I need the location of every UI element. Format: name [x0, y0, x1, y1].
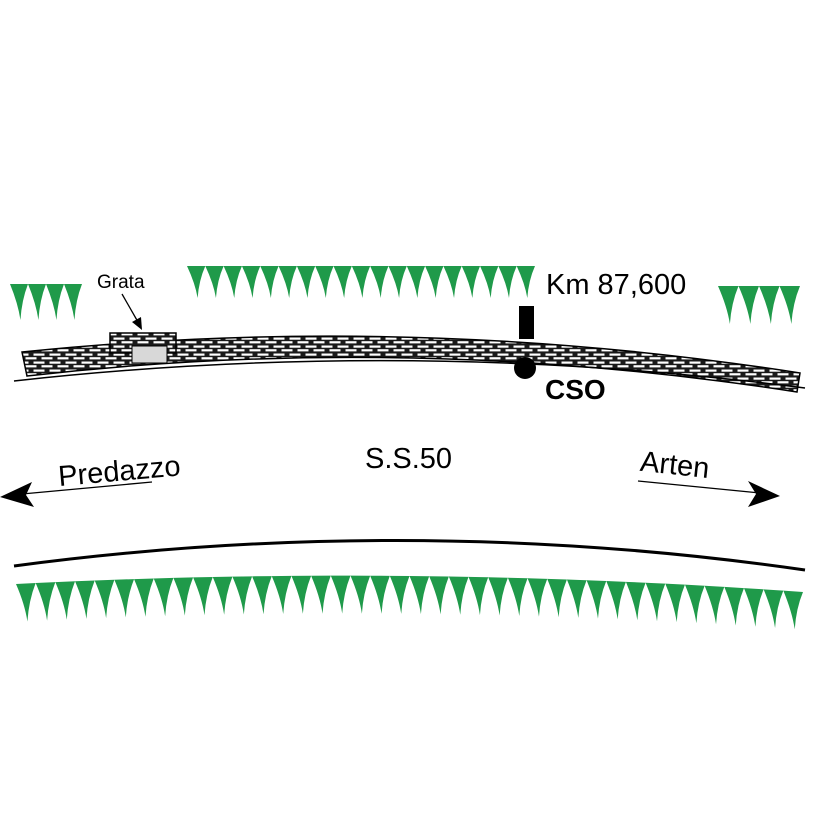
vegetation-tooth [759, 286, 780, 324]
vegetation-tooth [55, 581, 76, 620]
vegetation-tooth [315, 266, 334, 298]
km-label: Km 87,600 [546, 269, 686, 301]
lower-road-edge [13, 538, 806, 572]
vegetation-tooth [351, 266, 371, 298]
vegetation-tooth [187, 266, 206, 298]
vegetation-tooth [252, 576, 272, 615]
vegetation-tooth [241, 266, 261, 298]
vegetation-tooth [763, 589, 784, 628]
vegetation-tooth [278, 266, 297, 298]
vegetation-tooth [28, 284, 46, 320]
vegetation-tooth [370, 575, 390, 614]
vegetation-tooth [153, 577, 174, 617]
grate-pointer-head [132, 317, 142, 330]
vegetation-tooth [461, 266, 481, 298]
vegetation-tooth [35, 582, 56, 621]
vegetation-tooth [516, 266, 535, 298]
left-arrow-shaft [21, 481, 153, 495]
vegetation-tooth [409, 576, 430, 615]
vegetation-tooth [468, 576, 489, 616]
vegetation-tooth [10, 284, 28, 320]
vegetation-tooth [389, 575, 410, 614]
vegetation-bottom [16, 575, 803, 630]
vegetation-tooth [260, 266, 279, 298]
vegetation-tooth [94, 579, 115, 619]
vegetation-tooth [443, 266, 462, 298]
vegetation-tooth [271, 575, 292, 614]
vegetation-tooth [114, 579, 135, 618]
grate-pointer [121, 293, 139, 323]
vegetation-tooth [388, 266, 407, 298]
grata-label: Grata [97, 272, 145, 293]
vegetation-tooth [330, 575, 351, 614]
vegetation-top-right [718, 286, 800, 324]
vegetation-tooth [566, 579, 587, 618]
vegetation-tooth [586, 580, 607, 619]
vegetation-top-left [10, 284, 82, 320]
vegetation-tooth [205, 266, 224, 298]
left-arrow-head [0, 482, 34, 507]
vegetation-top-center [187, 266, 535, 298]
upper-road-edge [13, 359, 806, 389]
vegetation-tooth [370, 266, 389, 298]
vegetation-tooth [606, 581, 626, 620]
predazzo-label: Predazzo [57, 450, 182, 493]
vegetation-tooth [350, 575, 371, 614]
vegetation-tooth [223, 266, 242, 298]
vegetation-tooth [527, 578, 548, 617]
arten-label: Arten [639, 446, 711, 485]
vegetation-tooth [296, 266, 316, 298]
right-direction-group: Arten [639, 446, 711, 485]
vegetation-tooth [232, 576, 253, 615]
vegetation-tooth [724, 586, 744, 626]
vegetation-tooth [429, 576, 449, 615]
vegetation-tooth [704, 585, 725, 625]
vegetation-tooth [779, 286, 800, 324]
right-arrow-head [748, 481, 780, 507]
vegetation-tooth [311, 575, 331, 614]
vegetation-tooth [743, 588, 764, 627]
vegetation-tooth [547, 578, 567, 618]
vegetation-tooth [665, 583, 685, 623]
vegetation-tooth [64, 284, 82, 320]
vegetation-tooth [480, 266, 499, 298]
right-arrow-shaft [637, 480, 761, 494]
vegetation-tooth [684, 584, 705, 624]
vegetation-tooth [488, 577, 508, 616]
vegetation-tooth [173, 577, 194, 616]
vegetation-tooth [507, 577, 528, 617]
vegetation-tooth [46, 284, 64, 320]
vegetation-tooth [718, 286, 739, 324]
left-direction-group: Predazzo [57, 450, 182, 493]
vegetation-tooth [134, 578, 154, 617]
vegetation-tooth [498, 266, 517, 298]
cso-label: CSO [545, 374, 606, 405]
vegetation-tooth [75, 580, 95, 619]
grate-opening [131, 345, 168, 364]
vegetation-tooth [193, 577, 213, 616]
vegetation-tooth [425, 266, 444, 298]
retaining-wall [21, 335, 801, 393]
vegetation-tooth [625, 581, 646, 621]
vegetation-tooth [406, 266, 426, 298]
vegetation-tooth [333, 266, 352, 298]
km-marker-post [519, 306, 534, 339]
vegetation-tooth [783, 590, 803, 630]
vegetation-tooth [291, 575, 312, 614]
vegetation-tooth [738, 286, 759, 324]
vegetation-tooth [448, 576, 469, 615]
road-label: S.S.50 [365, 443, 452, 475]
vegetation-tooth [16, 583, 36, 622]
vegetation-tooth [645, 582, 666, 622]
cso-point [514, 357, 536, 379]
vegetation-tooth [212, 576, 233, 615]
